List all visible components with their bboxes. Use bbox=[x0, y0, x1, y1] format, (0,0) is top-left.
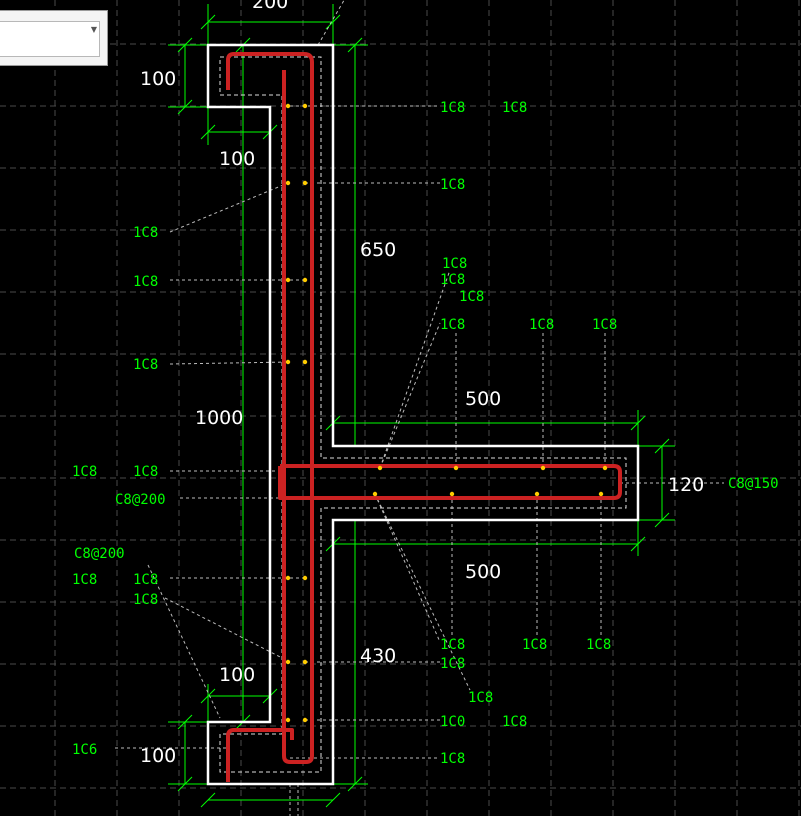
dim-bottom-flange-length: 100 bbox=[219, 664, 255, 686]
rebar-point bbox=[534, 491, 540, 497]
dim-branch-length-bottom: 500 bbox=[465, 561, 501, 583]
rebar-label: 1C8 bbox=[133, 572, 158, 588]
rebar-point bbox=[285, 659, 291, 665]
rebar-label: 1C8 bbox=[440, 751, 465, 767]
rebar-label: 1C8 bbox=[440, 272, 465, 288]
dimension-lines bbox=[168, 4, 675, 808]
dim-top-flange-height: 100 bbox=[140, 68, 176, 90]
rebar-point bbox=[449, 491, 455, 497]
dim-top-flange-length: 100 bbox=[219, 148, 255, 170]
rebar-label: 1C8 bbox=[440, 317, 465, 333]
rebar-label: 1C8 bbox=[133, 357, 158, 373]
dim-upper-wall: 650 bbox=[360, 239, 396, 261]
rebar-label: C8@150 bbox=[728, 476, 779, 492]
rebar-label: 1C8 bbox=[468, 690, 493, 706]
cover-line bbox=[219, 56, 627, 773]
rebar-point bbox=[377, 465, 383, 471]
rebar-point bbox=[285, 717, 291, 723]
dim-total-height: 1000 bbox=[195, 407, 243, 429]
dim-bottom-flange-height: 100 bbox=[140, 745, 176, 767]
leader-lines bbox=[115, 0, 724, 816]
rebar-point bbox=[372, 491, 378, 497]
rebar-label: 1C8 bbox=[502, 100, 527, 116]
dim-top-width: 200 bbox=[252, 0, 288, 13]
rebar-label: 1C8 bbox=[459, 289, 484, 305]
rebar-label: 1C8 bbox=[133, 592, 158, 608]
rebar-label: 1C8 bbox=[133, 464, 158, 480]
rebar-label: 1C8 bbox=[72, 572, 97, 588]
section-outline bbox=[206, 43, 640, 786]
rebar-label: 1C8 bbox=[440, 656, 465, 672]
rebar-label: 1C8 bbox=[133, 274, 158, 290]
rebar-point bbox=[302, 359, 308, 365]
rebar-label: C8@200 bbox=[74, 546, 125, 562]
rebar-label: 1C6 bbox=[72, 742, 97, 758]
rebar-point bbox=[302, 180, 308, 186]
rebar-stirrups bbox=[226, 52, 622, 782]
dim-lower-wall: 430 bbox=[360, 645, 396, 667]
dim-branch-thickness: 120 bbox=[668, 474, 704, 496]
rebar-label: 1C8 bbox=[586, 637, 611, 653]
rebar-point bbox=[540, 465, 546, 471]
rebar-point bbox=[285, 575, 291, 581]
chevron-down-icon[interactable]: ▼ bbox=[90, 25, 97, 34]
rebar-point bbox=[602, 465, 608, 471]
rebar-point bbox=[285, 180, 291, 186]
dropdown-field[interactable] bbox=[0, 21, 100, 57]
rebar-label: 1C8 bbox=[440, 100, 465, 116]
rebar-label: 1C8 bbox=[440, 177, 465, 193]
rebar-label: 1C8 bbox=[133, 225, 158, 241]
rebar-point bbox=[302, 659, 308, 665]
rebar-label: 1C8 bbox=[502, 714, 527, 730]
rebar-point bbox=[285, 277, 291, 283]
rebar-label: 1C0 bbox=[440, 714, 465, 730]
rebar-label: 1C8 bbox=[592, 317, 617, 333]
dim-branch-length-top: 500 bbox=[465, 388, 501, 410]
rebar-label: C8@200 bbox=[115, 492, 166, 508]
rebar-point bbox=[285, 359, 291, 365]
rebar-point bbox=[302, 277, 308, 283]
rebar-point bbox=[598, 491, 604, 497]
rebar-label: 1C8 bbox=[529, 317, 554, 333]
rebar-point bbox=[302, 717, 308, 723]
rebar-label: 1C8 bbox=[440, 637, 465, 653]
rebar-point bbox=[453, 465, 459, 471]
rebar-points bbox=[285, 103, 608, 723]
rebar-label: 1C8 bbox=[72, 464, 97, 480]
rebar-label: 1C8 bbox=[442, 256, 467, 272]
rebar-point bbox=[285, 103, 291, 109]
rebar-point bbox=[302, 103, 308, 109]
rebar-label: 1C8 bbox=[522, 637, 547, 653]
layer-dropdown[interactable]: ▼ bbox=[0, 10, 108, 66]
rebar-point bbox=[302, 575, 308, 581]
